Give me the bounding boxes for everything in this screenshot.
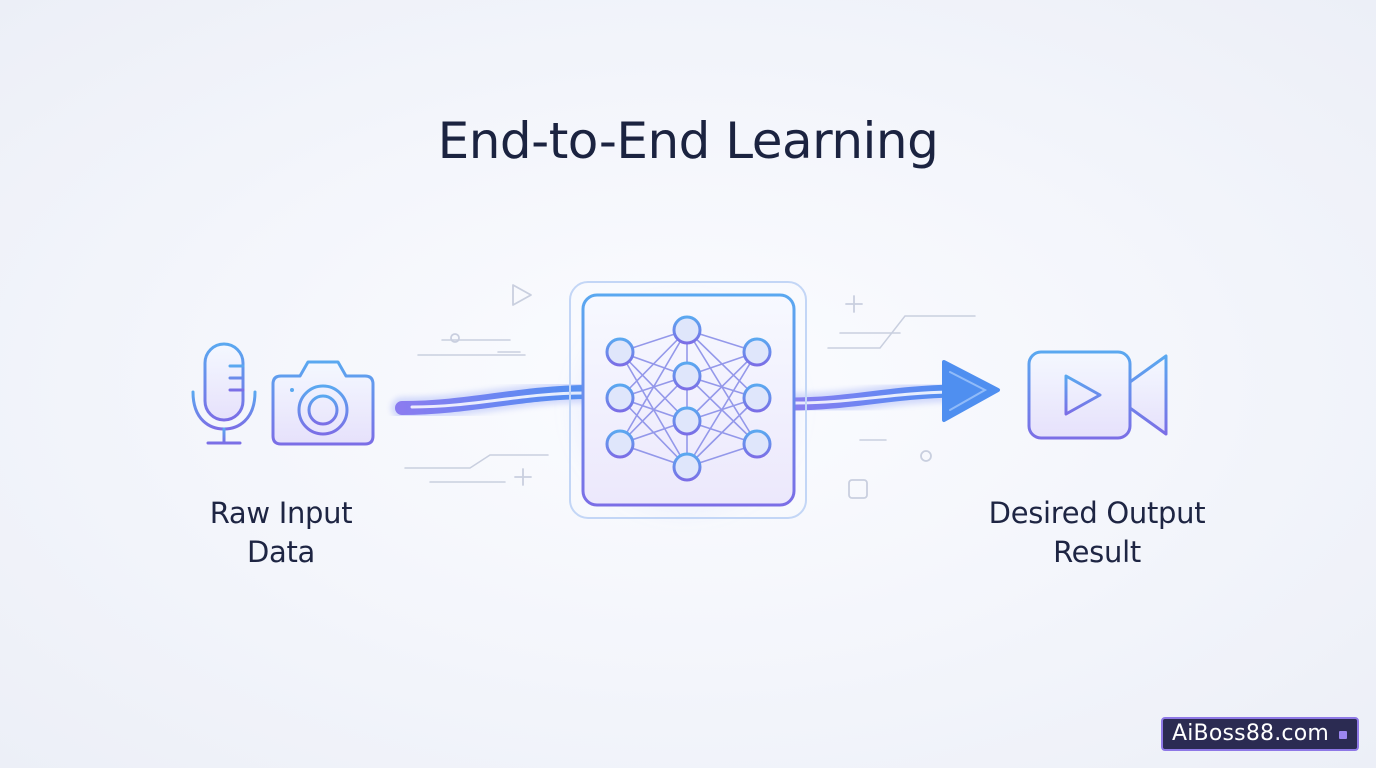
decorative-shapes bbox=[450, 284, 932, 499]
output-flow-arrow bbox=[779, 360, 1000, 422]
decorative-lines bbox=[404, 315, 976, 483]
output-label: Desired Output Result bbox=[946, 494, 1248, 572]
input-label: Raw Input Data bbox=[140, 494, 422, 572]
microphone-icon bbox=[191, 342, 257, 445]
output-label-line-1: Desired Output bbox=[988, 496, 1206, 530]
output-label-line-2: Result bbox=[1053, 535, 1141, 569]
video-camera-icon bbox=[1027, 350, 1168, 440]
input-label-line-2: Data bbox=[246, 535, 316, 569]
watermark-text: AiBoss88.com bbox=[1172, 721, 1330, 746]
camera-icon bbox=[271, 360, 375, 446]
watermark-badge: AiBoss88.com bbox=[1161, 717, 1359, 751]
input-label-line-1: Raw Input bbox=[209, 496, 353, 530]
neural-network-icon bbox=[605, 315, 772, 482]
diagram-title: End-to-End Learning bbox=[437, 112, 939, 170]
watermark-square-icon bbox=[1339, 731, 1347, 739]
